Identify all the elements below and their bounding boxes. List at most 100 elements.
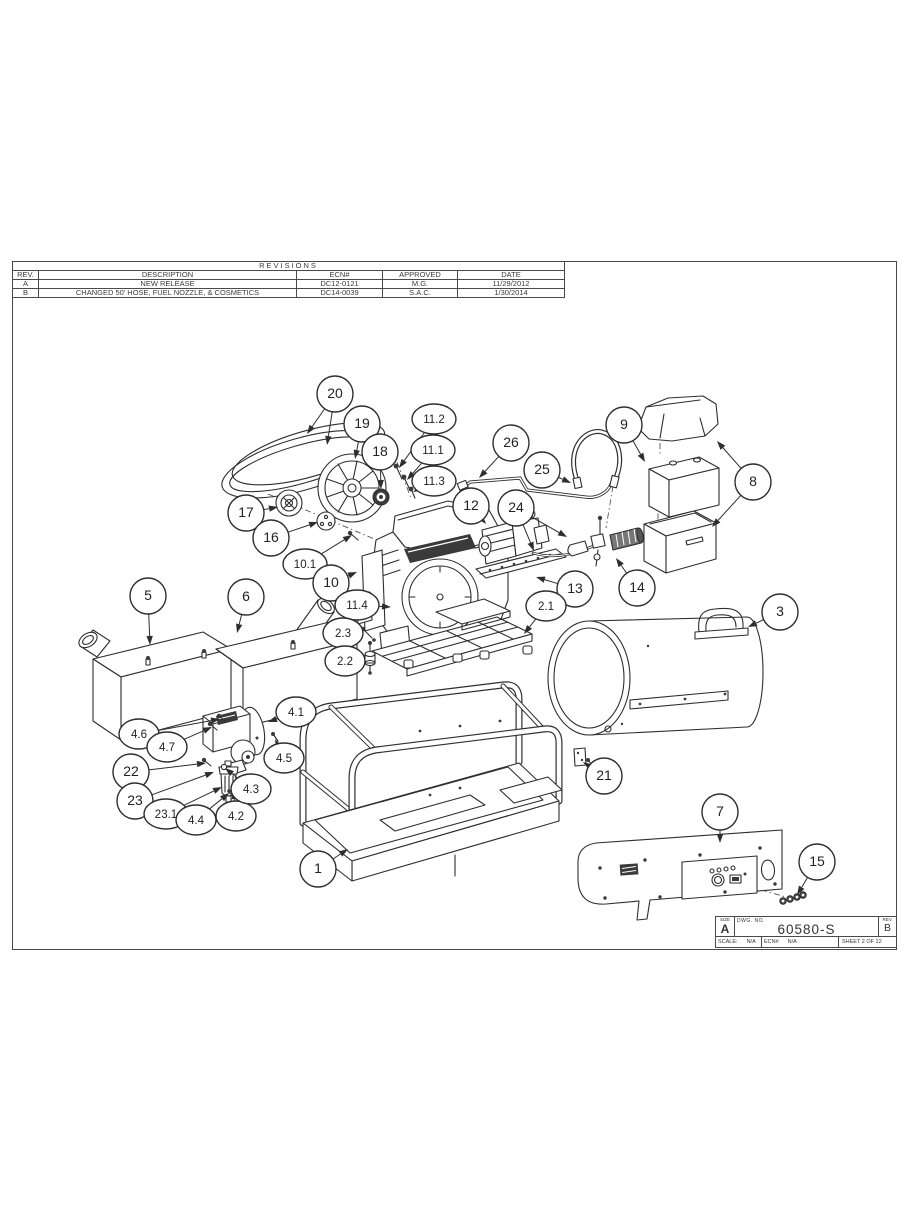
svg-text:11.1: 11.1 [422,445,444,457]
svg-text:10.1: 10.1 [294,559,316,571]
ecn-cell: ECN#N/A [762,937,839,948]
balloon-19: 19 [343,405,381,459]
drawing-size: A [720,922,730,936]
part-hub [316,511,336,531]
svg-text:22: 22 [123,763,139,779]
col-ecn: ECN# [297,271,383,279]
revision-row-b: B CHANGED 50' HOSE, FUEL NOZZLE, & COSME… [13,289,564,297]
balloon-18: 18 [361,433,399,489]
svg-text:5: 5 [144,587,152,603]
part-bracket [573,747,594,767]
svg-text:4.7: 4.7 [159,742,175,754]
balloon-24: 24 [497,489,567,551]
svg-text:4.6: 4.6 [131,729,147,741]
balloon-2.2: 2.2 [324,645,366,677]
svg-text:11.4: 11.4 [346,600,368,612]
col-date: DATE [501,271,521,279]
svg-text:21: 21 [596,767,612,783]
part-battery [648,456,720,518]
svg-text:2.3: 2.3 [335,628,351,640]
svg-text:9: 9 [620,416,628,432]
balloon-14: 14 [616,558,656,607]
svg-text:8: 8 [749,473,757,489]
svg-text:13: 13 [567,580,583,596]
svg-text:7: 7 [716,803,724,819]
part-nozzle-assembly [567,515,644,567]
balloon-10: 10 [312,564,357,602]
svg-text:23.1: 23.1 [155,809,177,821]
part-drive-pulley [317,453,387,523]
svg-text:15: 15 [809,853,825,869]
balloon-1: 1 [299,849,348,888]
balloon-11.4: 11.4 [334,589,391,621]
rev-cell: REV. B [879,917,896,936]
svg-text:4.5: 4.5 [276,753,292,765]
balloon-12: 12 [452,487,490,525]
revisions-header-row: REV. DESCRIPTION ECN# APPROVED DATE [13,271,564,280]
col-desc: DESCRIPTION [39,271,297,279]
scale-cell: SCALE:N/A [716,937,762,948]
revisions-title: REVISIONS [13,262,564,271]
svg-text:3: 3 [776,603,784,619]
sheet-cell: SHEET 2 OF 12 [842,939,882,945]
svg-text:16: 16 [263,529,279,545]
balloon-11.3: 11.3 [411,465,457,497]
balloon-15: 15 [797,843,836,895]
svg-text:17: 17 [238,504,254,520]
drawing-number: 60580-S [777,922,836,937]
dwg-no-cell: DWG. NO. 60580-S [735,917,879,937]
balloon-5: 5 [129,577,167,645]
balloon-13: 13 [536,570,594,608]
balloon-21: 21 [583,757,623,795]
title-block: SIZE A DWG. NO. 60580-S REV. B SCALE:N/A… [715,916,897,948]
svg-text:20: 20 [327,385,343,401]
balloon-6: 6 [227,578,265,633]
balloon-11.1: 11.1 [407,434,456,480]
part-burner-assembly [202,705,266,776]
part-battery-box [643,510,717,574]
svg-text:24: 24 [508,499,524,515]
balloon-2.1: 2.1 [524,590,567,634]
svg-text:19: 19 [354,415,370,431]
balloon-9: 9 [605,406,645,462]
burner-fasteners [201,713,279,798]
svg-text:4.1: 4.1 [288,707,304,719]
svg-text:12: 12 [463,497,479,513]
balloon-4.3: 4.3 [225,768,272,805]
svg-text:6: 6 [242,588,250,604]
balloon-25: 25 [523,451,571,489]
part-frame [299,681,563,882]
svg-text:18: 18 [372,443,388,459]
revision-letter: B [883,922,891,934]
balloon-23: 23 [116,772,214,820]
balloon-4.7: 4.7 [146,727,212,763]
svg-text:26: 26 [503,434,519,450]
svg-text:23: 23 [127,792,143,808]
svg-text:14: 14 [629,579,645,595]
revision-row-a: A NEW RELEASE DC12-0121 M.G. 11/29/2012 [13,280,564,289]
part-bushing [372,488,390,506]
balloon-4.5: 4.5 [263,739,305,774]
balloon-3: 3 [748,593,799,631]
svg-text:4.2: 4.2 [228,811,244,823]
part-fuel-line [456,476,613,499]
balloon-11.2: 11.2 [399,403,457,468]
balloon-2.3: 2.3 [322,617,364,649]
balloon-7: 7 [701,793,739,843]
balloon-10.1: 10.1 [282,535,352,580]
svg-text:4.4: 4.4 [188,815,205,827]
part-idler-pulley [275,489,303,517]
part-fuel-pipe [531,543,598,558]
svg-text:25: 25 [534,461,550,477]
svg-text:11.2: 11.2 [423,414,445,426]
svg-text:1: 1 [314,860,322,876]
part-heater-shell [547,607,764,736]
balloon-20: 20 [307,375,354,445]
col-approved: APPROVED [383,271,458,279]
balloon-17: 17 [227,494,278,532]
col-rev: REV. [13,271,39,279]
part-side-panel [577,829,783,921]
balloon-22: 22 [112,753,206,791]
svg-text:2.1: 2.1 [538,601,554,613]
balloon-26: 26 [479,424,530,478]
